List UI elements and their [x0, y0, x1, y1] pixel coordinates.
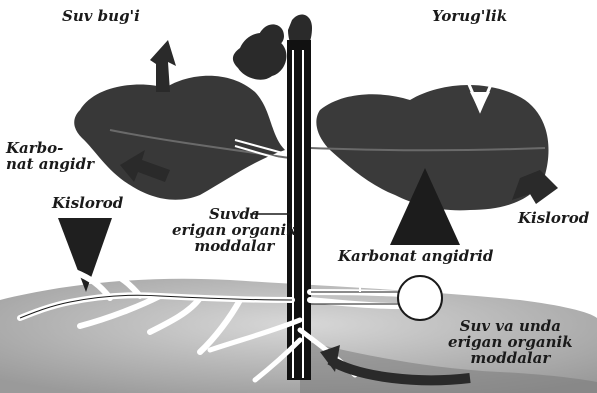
co2-left-label: Karbo- nat angidr [6, 140, 94, 172]
root-hair-bulb [398, 276, 442, 320]
co2-right-label: Karbonat angidrid [338, 248, 493, 264]
oxygen-right-label: Kislorod [518, 210, 589, 226]
water-vapor-label: Suv bug'i [62, 8, 140, 24]
oxygen-left-arrow [58, 218, 112, 292]
left-leaf [74, 76, 285, 200]
water-dissolved-label: Suv va unda erigan organik moddalar [448, 318, 573, 366]
light-label: Yorug'lik [432, 8, 507, 24]
dissolved-organic-label: Suvda erigan organik moddalar [172, 206, 297, 254]
oxygen-left-label: Kislorod [52, 195, 123, 211]
